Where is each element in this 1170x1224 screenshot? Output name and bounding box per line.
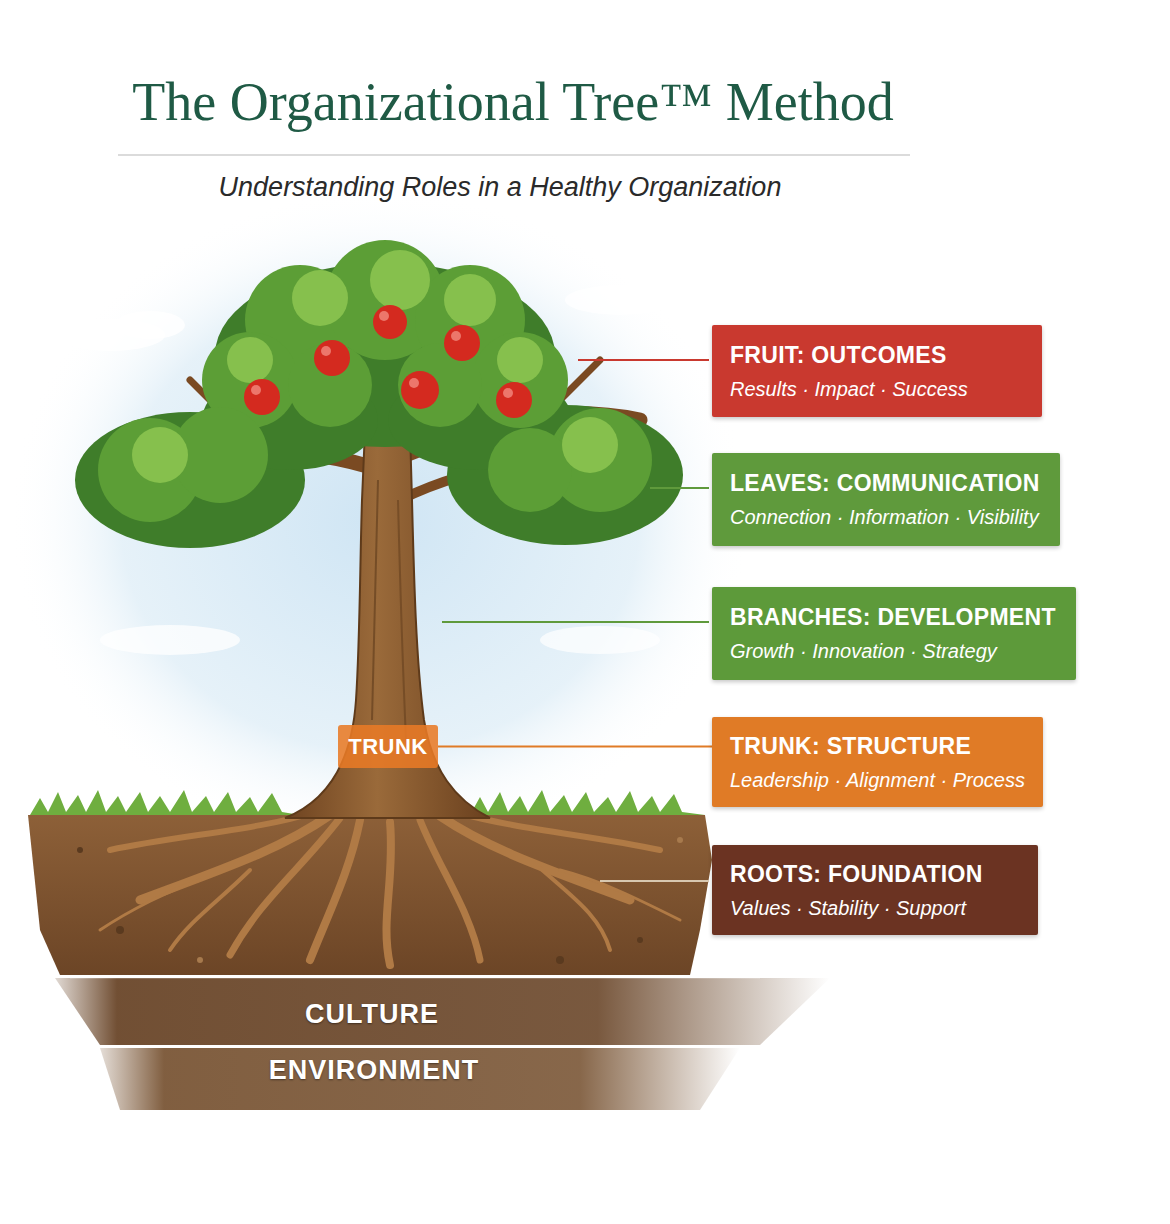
title-rule-part <box>118 154 910 156</box>
trunk-label: TRUNK <box>348 733 428 761</box>
apples-part <box>444 325 480 361</box>
soil-layers-part <box>116 926 124 934</box>
communication-box: LEAVES: COMMUNICATION Connection · Inform… <box>712 453 1060 546</box>
roots-part <box>100 880 200 930</box>
apples-part <box>496 382 532 418</box>
grass-part <box>470 790 705 815</box>
sky-glow-part <box>540 626 660 654</box>
roots-part <box>540 868 610 950</box>
sky-glow-part <box>115 311 185 339</box>
canopy-part-part <box>444 274 496 326</box>
canopy-part-part <box>227 337 273 383</box>
roots-part <box>170 870 250 950</box>
outcome-box: FRUIT: OUTCOMES Results · Impact · Succes… <box>712 325 1042 417</box>
soil-layer-label: CULTURE <box>172 998 572 1030</box>
subtitle: Understanding Roles in a Healthy Organiz… <box>120 170 880 204</box>
soil-layers-part <box>77 847 83 853</box>
development-box: BRANCHES: DEVELOPMENT Growth · Innovation… <box>712 587 1076 680</box>
soil-layers-part <box>637 937 643 943</box>
structure-box: TRUNK: STRUCTURE Leadership · Alignment ·… <box>712 717 1043 807</box>
title-rule <box>118 155 910 156</box>
canopy-part-part <box>292 270 348 326</box>
canopy-part-part <box>370 250 430 310</box>
leader-connector <box>438 746 712 748</box>
soil-layers-part <box>100 1048 740 1110</box>
roots-part <box>110 812 315 850</box>
trunk-tag: TRUNK <box>338 725 438 768</box>
box-heading: LEAVES: COMMUNICATION <box>730 469 1042 497</box>
apples-part <box>244 379 280 415</box>
apples-part-part <box>379 311 389 321</box>
box-keywords: Leadership · Alignment · Process <box>730 768 1025 793</box>
apples-part-part <box>251 385 261 395</box>
sky-glow-part <box>10 190 750 850</box>
leader-lines-part <box>600 880 709 882</box>
soil-layers-part <box>100 1045 720 1047</box>
leader-lines <box>442 360 709 881</box>
apples-part-part <box>451 331 461 341</box>
box-keywords: Values · Stability · Support <box>730 896 1020 921</box>
sky-glow-part <box>565 285 675 315</box>
apples-part <box>251 311 513 398</box>
trunk-and-branches-part <box>398 500 406 740</box>
foundation-box: ROOTS: FOUNDATION Values · Stability · Su… <box>712 845 1038 935</box>
box-heading: ROOTS: FOUNDATION <box>730 860 1020 888</box>
trunk-and-branches-part <box>372 480 378 720</box>
grass-part <box>30 790 300 815</box>
diagram-title: The Organizational Tree™ Method <box>60 70 966 134</box>
sky-glow <box>10 190 750 850</box>
apples-part-part <box>321 346 331 356</box>
apples-part <box>314 340 350 376</box>
roots-part <box>420 820 480 960</box>
soil-layers-part <box>556 956 564 964</box>
sky-glow-part <box>100 625 240 655</box>
canopy-part-part <box>497 337 543 383</box>
roots-part <box>560 870 680 920</box>
apples-part-part <box>503 388 513 398</box>
apples <box>244 305 532 418</box>
box-heading: FRUIT: OUTCOMES <box>730 341 1024 369</box>
canopy-part-part <box>562 417 618 473</box>
roots <box>100 812 680 965</box>
box-heading: BRANCHES: DEVELOPMENT <box>730 603 1058 631</box>
roots-part <box>386 822 391 965</box>
apples-part <box>401 371 439 409</box>
box-keywords: Results · Impact · Success <box>730 377 1024 402</box>
canopy-part-part <box>488 428 572 512</box>
soil-layers-part <box>55 978 830 1045</box>
box-heading: TRUNK: STRUCTURE <box>730 732 1025 760</box>
canopy-part-part <box>132 427 188 483</box>
canopy-part <box>132 250 618 483</box>
soil-layers-part <box>197 957 203 963</box>
soil-layers-part <box>677 837 683 843</box>
canopy-part-part <box>472 332 568 428</box>
roots-part <box>310 820 360 960</box>
soil-layer-label: ENVIRONMENT <box>124 1054 624 1086</box>
apples-part-part <box>409 378 419 388</box>
leader-lines-part <box>650 487 709 489</box>
leader-lines-part <box>578 359 709 361</box>
leader-lines-part <box>442 621 709 623</box>
canopy <box>75 240 683 548</box>
apples-part <box>373 305 407 339</box>
soil-layers <box>28 815 830 1110</box>
soil-layers-part <box>70 978 760 979</box>
box-keywords: Connection · Information · Visibility <box>730 505 1042 530</box>
box-keywords: Growth · Innovation · Strategy <box>730 639 1058 664</box>
canopy-part <box>98 240 652 522</box>
